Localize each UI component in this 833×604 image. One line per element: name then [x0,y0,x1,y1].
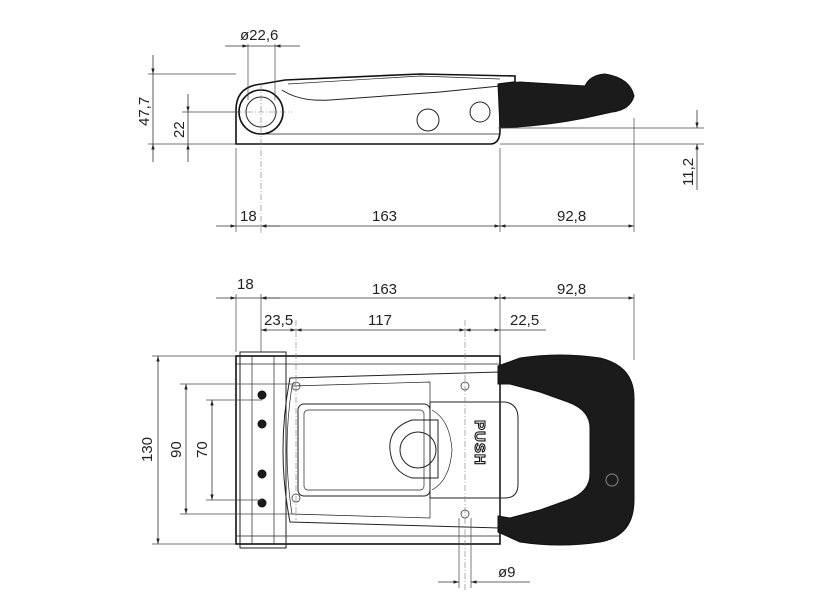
side-hole-left [416,108,440,132]
plan-view: PUSH [235,320,635,590]
side-hole-right [469,101,491,123]
side-dim-handle-offset: 11,2 [680,158,697,186]
plan-dim-slot: 70 [194,441,211,458]
brand-logo-icon [605,473,619,487]
side-view [235,73,635,235]
plan-dim-right: 92,8 [557,281,586,298]
plan-dim-hole-left: 23,5 [264,312,293,329]
plan-dim-inner: 90 [168,441,185,458]
plan-dim-middle: 163 [372,281,397,298]
plan-dim-hole-right: 22,5 [510,312,539,329]
side-dim-overall-height: 47,7 [136,97,153,126]
plan-handle-grip [497,354,635,546]
plan-rivet [257,498,267,508]
plan-dim-hole-spacing: 117 [368,312,392,329]
side-dim-middle: 163 [372,208,397,225]
plan-hinge-strip [239,351,287,549]
plan-push-button [429,401,519,499]
plan-dim-width: 130 [139,437,156,462]
side-base-plate [235,73,516,145]
side-handle-grip [497,73,635,129]
plan-rivet [257,390,267,400]
side-dim-left: 18 [240,208,257,225]
plan-dim-hole-diameter: ø9 [498,564,516,581]
plan-inner-window [297,403,431,497]
side-lever-profile [281,85,501,101]
plan-rivet [257,419,267,429]
plan-lever-body [282,371,501,529]
side-dim-diameter: ø22,6 [240,27,278,44]
plan-push-label: PUSH [471,420,488,466]
plan-rivet [257,469,267,479]
plan-view-dimensions: 18 163 92,8 23,5 117 22,5 130 90 70 ø9 [139,276,635,588]
side-dim-right: 92,8 [557,208,586,225]
plan-dim-left: 18 [237,276,254,293]
side-dim-pivot-height: 22 [171,121,188,138]
side-view-dimensions: ø22,6 47,7 22 11,2 18 163 92,8 [136,27,704,232]
plan-knob [389,419,439,479]
